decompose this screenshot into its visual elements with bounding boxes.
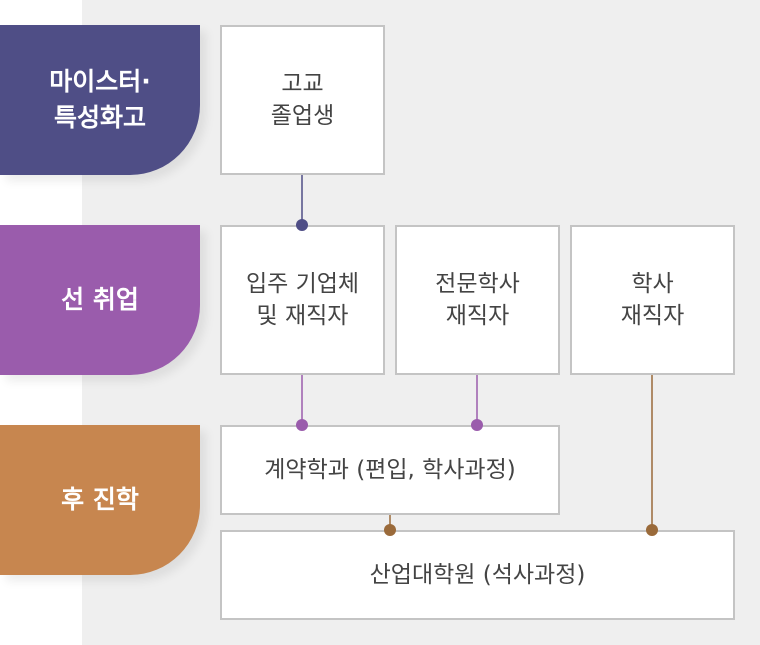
box-line: 고교 xyxy=(281,71,324,97)
box-line: 산업대학원 (석사과정) xyxy=(369,562,586,588)
box-associate-degree-employees: 전문학사 재직자 xyxy=(395,225,560,375)
stage-label-line1: 마이스터· xyxy=(49,67,151,96)
connector-dot xyxy=(646,524,658,536)
stage-study-later: 후 진학 xyxy=(0,425,200,575)
box-line: 졸업생 xyxy=(270,103,335,129)
stage-employment-first: 선 취업 xyxy=(0,225,200,375)
connector-dot xyxy=(296,219,308,231)
stage-meister-highschool: 마이스터· 특성화고 xyxy=(0,25,200,175)
box-industrial-graduate-school: 산업대학원 (석사과정) xyxy=(220,530,735,620)
box-contract-department: 계약학과 (편입, 학사과정) xyxy=(220,425,560,515)
box-line: 입주 기업체 xyxy=(245,271,360,297)
box-line: 학사 xyxy=(631,271,674,297)
connector-dot xyxy=(384,524,396,536)
stage-label: 후 진학 xyxy=(61,485,139,514)
box-line: 재직자 xyxy=(620,303,685,329)
box-company-employees: 입주 기업체 및 재직자 xyxy=(220,225,385,375)
connector-dot xyxy=(296,419,308,431)
stage-label: 선 취업 xyxy=(61,285,139,314)
stage-label-line2: 특성화고 xyxy=(53,103,146,132)
box-line: 재직자 xyxy=(445,303,510,329)
box-line: 계약학과 (편입, 학사과정) xyxy=(264,457,516,483)
box-highschool-graduate: 고교 졸업생 xyxy=(220,25,385,175)
box-bachelor-employees: 학사 재직자 xyxy=(570,225,735,375)
box-line: 및 재직자 xyxy=(256,303,349,329)
box-line: 전문학사 xyxy=(435,271,520,297)
connector-dot xyxy=(471,419,483,431)
